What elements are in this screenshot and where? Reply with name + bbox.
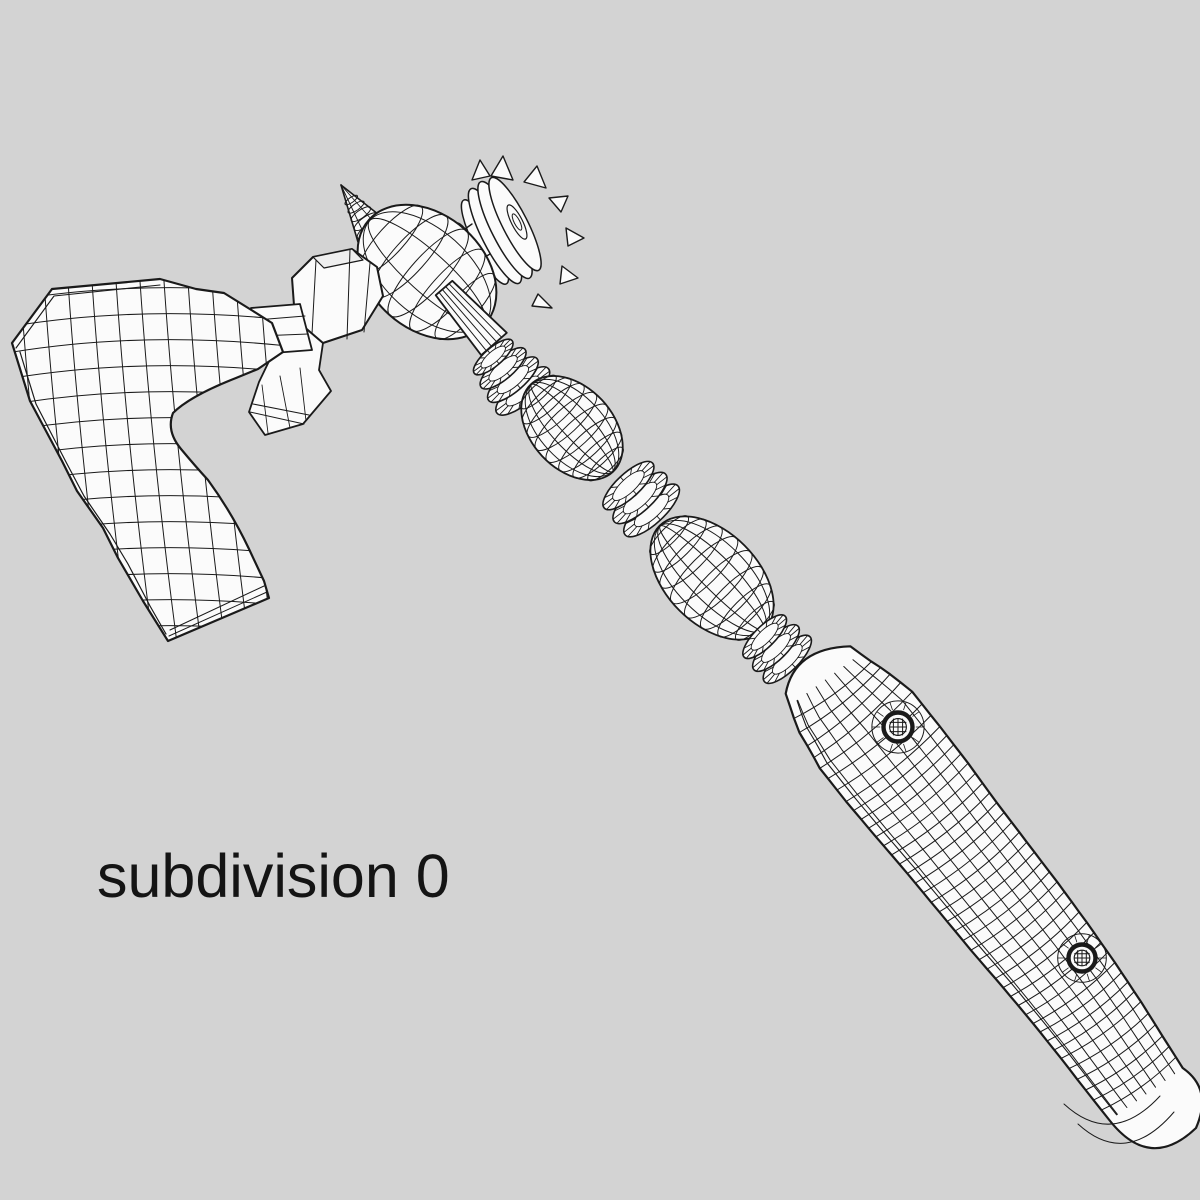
haft-group xyxy=(472,338,813,685)
hammer-head-group xyxy=(451,155,585,309)
collar-group xyxy=(248,248,384,436)
handle-group xyxy=(784,645,1200,1150)
axe-blade-group xyxy=(10,277,285,643)
fluted-shaft-group xyxy=(434,279,508,357)
subdivision-caption: subdivision 0 xyxy=(97,842,450,910)
